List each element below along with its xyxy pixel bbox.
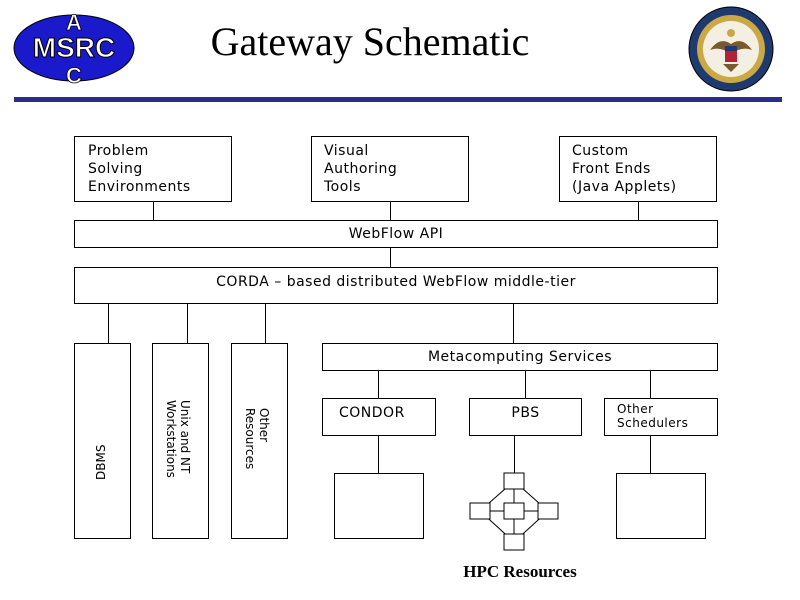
metacomputing-label: Metacomputing Services — [427, 349, 613, 365]
middle-tier-label: CORDA – based distributed WebFlow middle… — [216, 274, 576, 290]
connector — [187, 304, 188, 343]
custom-front-ends-label: Custom Front Ends (Java Applets) — [572, 143, 677, 195]
connector — [650, 436, 651, 473]
hpc-resources-label: HPC Resources — [463, 562, 577, 581]
box-visual-authoring-tools — [311, 136, 469, 202]
webflow-api-label: WebFlow API — [348, 226, 444, 242]
box-pbs — [469, 398, 582, 436]
connector — [378, 371, 379, 398]
condor-label: CONDOR — [339, 405, 405, 421]
box-other-scheduler-resource — [616, 473, 706, 539]
box-metacomputing-services — [322, 343, 718, 371]
problem-solving-label: Problem Solving Environments — [88, 143, 191, 195]
box-middle-tier — [74, 267, 718, 304]
dod-seal-icon — [688, 6, 774, 92]
msrc-logo-text: MSRC — [33, 32, 115, 63]
unix-nt-label: Unix and NT Workstations — [164, 400, 192, 478]
box-condor-resource — [334, 473, 424, 539]
other-schedulers-label: Other Schedulers — [617, 402, 689, 430]
msrc-logo: A MSRC C — [12, 10, 137, 88]
connector — [514, 436, 515, 473]
box-webflow-api — [74, 220, 718, 248]
connector — [390, 202, 391, 220]
hpc-network-icon — [466, 472, 566, 552]
connector — [153, 202, 154, 220]
connector — [378, 436, 379, 473]
svg-text:C: C — [66, 63, 82, 85]
box-custom-front-ends — [559, 136, 717, 202]
box-other-schedulers — [604, 398, 718, 436]
dbms-label: DBMS — [94, 444, 108, 480]
connector — [108, 304, 109, 343]
box-problem-solving-environments — [74, 136, 232, 202]
box-condor — [322, 398, 436, 436]
connector — [513, 304, 514, 343]
connector — [650, 371, 651, 398]
page-title: Gateway Schematic — [210, 19, 530, 64]
other-resources-label: Other Resources — [243, 408, 271, 470]
connector — [525, 371, 526, 398]
box-dbms — [74, 343, 131, 539]
box-unix-nt-workstations — [152, 343, 209, 539]
box-other-resources — [231, 343, 288, 539]
connector — [638, 202, 639, 220]
visual-authoring-label: Visual Authoring Tools — [324, 143, 398, 195]
svg-text:A: A — [66, 10, 82, 35]
connector — [265, 304, 266, 343]
pbs-label: PBS — [511, 405, 540, 421]
header-rule — [14, 97, 782, 102]
connector — [390, 248, 391, 267]
